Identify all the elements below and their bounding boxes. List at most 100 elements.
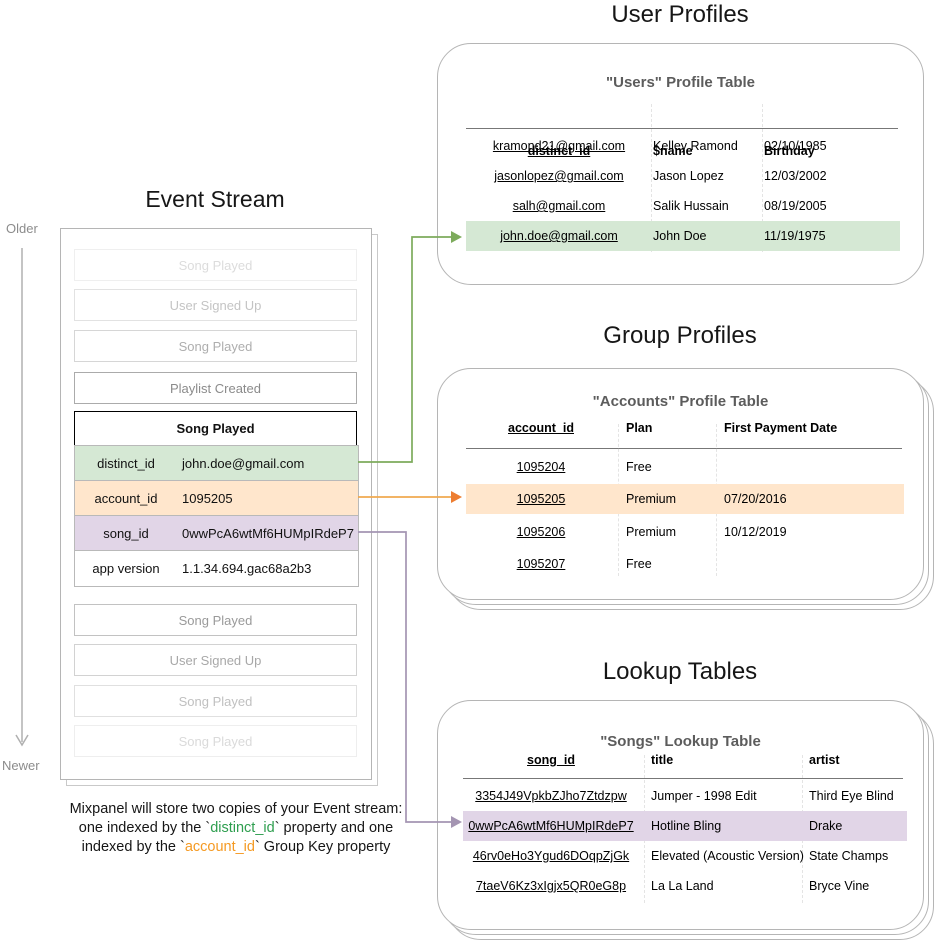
table-row: jasonlopez@gmail.com Jason Lopez 12/03/2…: [438, 161, 923, 191]
account-id-code: account_id: [184, 839, 255, 855]
table-row: 3354J49VpkbZJho7Ztdzpw Jumper - 1998 Edi…: [438, 781, 923, 811]
property-row-app-version: app version 1.1.34.694.gac68a2b3: [74, 550, 359, 587]
songs-highlight-row: [463, 811, 907, 841]
songs-lookup-card: "Songs" Lookup Table song_id title artis…: [437, 700, 924, 930]
table-cell: Drake: [809, 819, 843, 833]
distinct-id-code: distinct_id: [210, 820, 275, 836]
property-key: app version: [92, 561, 160, 576]
table-cell: john.doe@gmail.com: [500, 229, 618, 243]
table-row: salh@gmail.com Salik Hussain 08/19/2005: [438, 191, 923, 221]
table-row: 0wwPcA6wtMf6HUMpIRdeP7 Hotline Bling Dra…: [438, 811, 923, 841]
event-box: Playlist Created: [74, 372, 357, 404]
table-cell: La La Land: [651, 879, 714, 893]
table-cell: Salik Hussain: [653, 199, 729, 213]
column-header-artist: artist: [809, 753, 840, 767]
table-cell: 0wwPcA6wtMf6HUMpIRdeP7: [468, 819, 634, 833]
table-cell: Premium: [626, 525, 677, 539]
table-cell: 08/19/2005: [764, 199, 827, 213]
property-key: account_id: [94, 491, 158, 506]
table-row: 1095207 Free: [438, 549, 923, 579]
property-value: john.doe@gmail.com: [182, 456, 305, 471]
newer-label: Newer: [2, 758, 40, 773]
header-rule: [466, 448, 902, 449]
event-box: Song Played: [74, 249, 357, 281]
event-stream-title: Event Stream: [145, 186, 285, 212]
table-cell: 1095207: [516, 557, 566, 571]
table-cell: State Champs: [809, 849, 889, 863]
table-cell: 02/10/1985: [764, 139, 827, 153]
accounts-profile-card: "Accounts" Profile Table account_id Plan…: [437, 368, 924, 600]
property-value: 1095205: [182, 491, 233, 506]
table-cell: jasonlopez@gmail.com: [494, 169, 624, 183]
table-cell: Hotline Bling: [651, 819, 722, 833]
table-cell: Premium: [626, 492, 677, 506]
event-box: Song Played: [74, 725, 357, 757]
table-row: 1095204 Free: [438, 452, 923, 482]
caption-line-2: one indexed by the `distinct_id` propert…: [78, 820, 394, 836]
table-cell: John Doe: [653, 229, 707, 243]
column-header-name: $name: [653, 144, 693, 158]
table-row: 7taeV6Kz3xIgjx5QR0eG8p La La Land Bryce …: [438, 871, 923, 901]
column-header-first-payment-date: First Payment Date: [724, 421, 838, 435]
column-header-plan: Plan: [626, 421, 653, 435]
table-row: kramond21@gmail.com Kelley Ramond 02/10/…: [438, 131, 923, 161]
table-cell: 1095206: [516, 525, 566, 539]
expanded-event-name: Song Played: [74, 411, 357, 446]
table-cell: Jumper - 1998 Edit: [651, 789, 757, 803]
table-cell: 1095205: [516, 492, 566, 506]
table-cell: 1095204: [516, 460, 566, 474]
users-table-title: "Users" Profile Table: [606, 74, 755, 91]
caption-line-3: indexed by the `account_id` Group Key pr…: [81, 839, 391, 855]
header-rule: [463, 778, 903, 779]
table-row: 1095205 Premium 07/20/2016: [438, 484, 923, 514]
table-cell: Elevated (Acoustic Version): [651, 849, 804, 863]
caption-text: Mixpanel will store two copies of your E…: [40, 800, 432, 857]
property-key: distinct_id: [97, 456, 155, 471]
column-header-song-id: song_id: [527, 753, 575, 767]
event-stream-container: Song Played User Signed Up Song Played P…: [60, 228, 372, 780]
column-header-distinct-id: distinct_id: [527, 144, 591, 158]
lookup-tables-title: Lookup Tables: [602, 658, 758, 685]
table-cell: 3354J49VpkbZJho7Ztdzpw: [475, 789, 627, 803]
column-header-account-id: account_id: [508, 421, 574, 435]
users-highlight-row: [466, 221, 900, 251]
caption-line-1: Mixpanel will store two copies of your E…: [69, 801, 403, 817]
table-cell: 46rv0eHo3Ygud6DOqpZjGk: [472, 849, 630, 863]
column-header-birthday: Birthday: [764, 144, 815, 158]
group-profiles-title: Group Profiles: [603, 322, 757, 349]
event-box: User Signed Up: [74, 644, 357, 676]
column-header-title: title: [651, 753, 674, 767]
event-box: Song Played: [74, 330, 357, 362]
table-row: 46rv0eHo3Ygud6DOqpZjGk Elevated (Acousti…: [438, 841, 923, 871]
header-rule: [466, 128, 898, 129]
table-cell: Free: [626, 557, 652, 571]
property-row-song-id: song_id 0wwPcA6wtMf6HUMpIRdeP7: [74, 515, 359, 552]
table-cell: Bryce Vine: [809, 879, 870, 893]
property-row-distinct-id: distinct_id john.doe@gmail.com: [74, 445, 359, 482]
table-row: john.doe@gmail.com John Doe 11/19/1975: [438, 221, 923, 251]
event-box: Song Played: [74, 685, 357, 717]
property-value: 1.1.34.694.gac68a2b3: [182, 561, 312, 576]
property-key: song_id: [103, 526, 149, 541]
user-profiles-title: User Profiles: [611, 1, 749, 28]
table-cell: Kelley Ramond: [653, 139, 738, 153]
table-cell: Jason Lopez: [653, 169, 724, 183]
table-cell: 7taeV6Kz3xIgjx5QR0eG8p: [475, 879, 627, 893]
column-separator: [651, 104, 652, 252]
table-cell: salh@gmail.com: [512, 199, 606, 213]
users-profile-card: "Users" Profile Table distinct_id $name …: [437, 43, 924, 285]
event-box: Song Played: [74, 604, 357, 636]
accounts-highlight-row: [466, 484, 904, 514]
table-cell: kramond21@gmail.com: [492, 139, 626, 153]
table-cell: 10/12/2019: [724, 525, 787, 539]
table-cell: 11/19/1975: [764, 229, 826, 243]
table-cell: Third Eye Blind: [809, 789, 894, 803]
songs-table-title: "Songs" Lookup Table: [600, 733, 761, 750]
table-cell: 12/03/2002: [764, 169, 827, 183]
table-cell: Free: [626, 460, 652, 474]
timeline-arrowhead: [15, 734, 29, 747]
property-value: 0wwPcA6wtMf6HUMpIRdeP7: [182, 526, 354, 541]
event-box: User Signed Up: [74, 289, 357, 321]
accounts-table-title: "Accounts" Profile Table: [592, 393, 769, 410]
